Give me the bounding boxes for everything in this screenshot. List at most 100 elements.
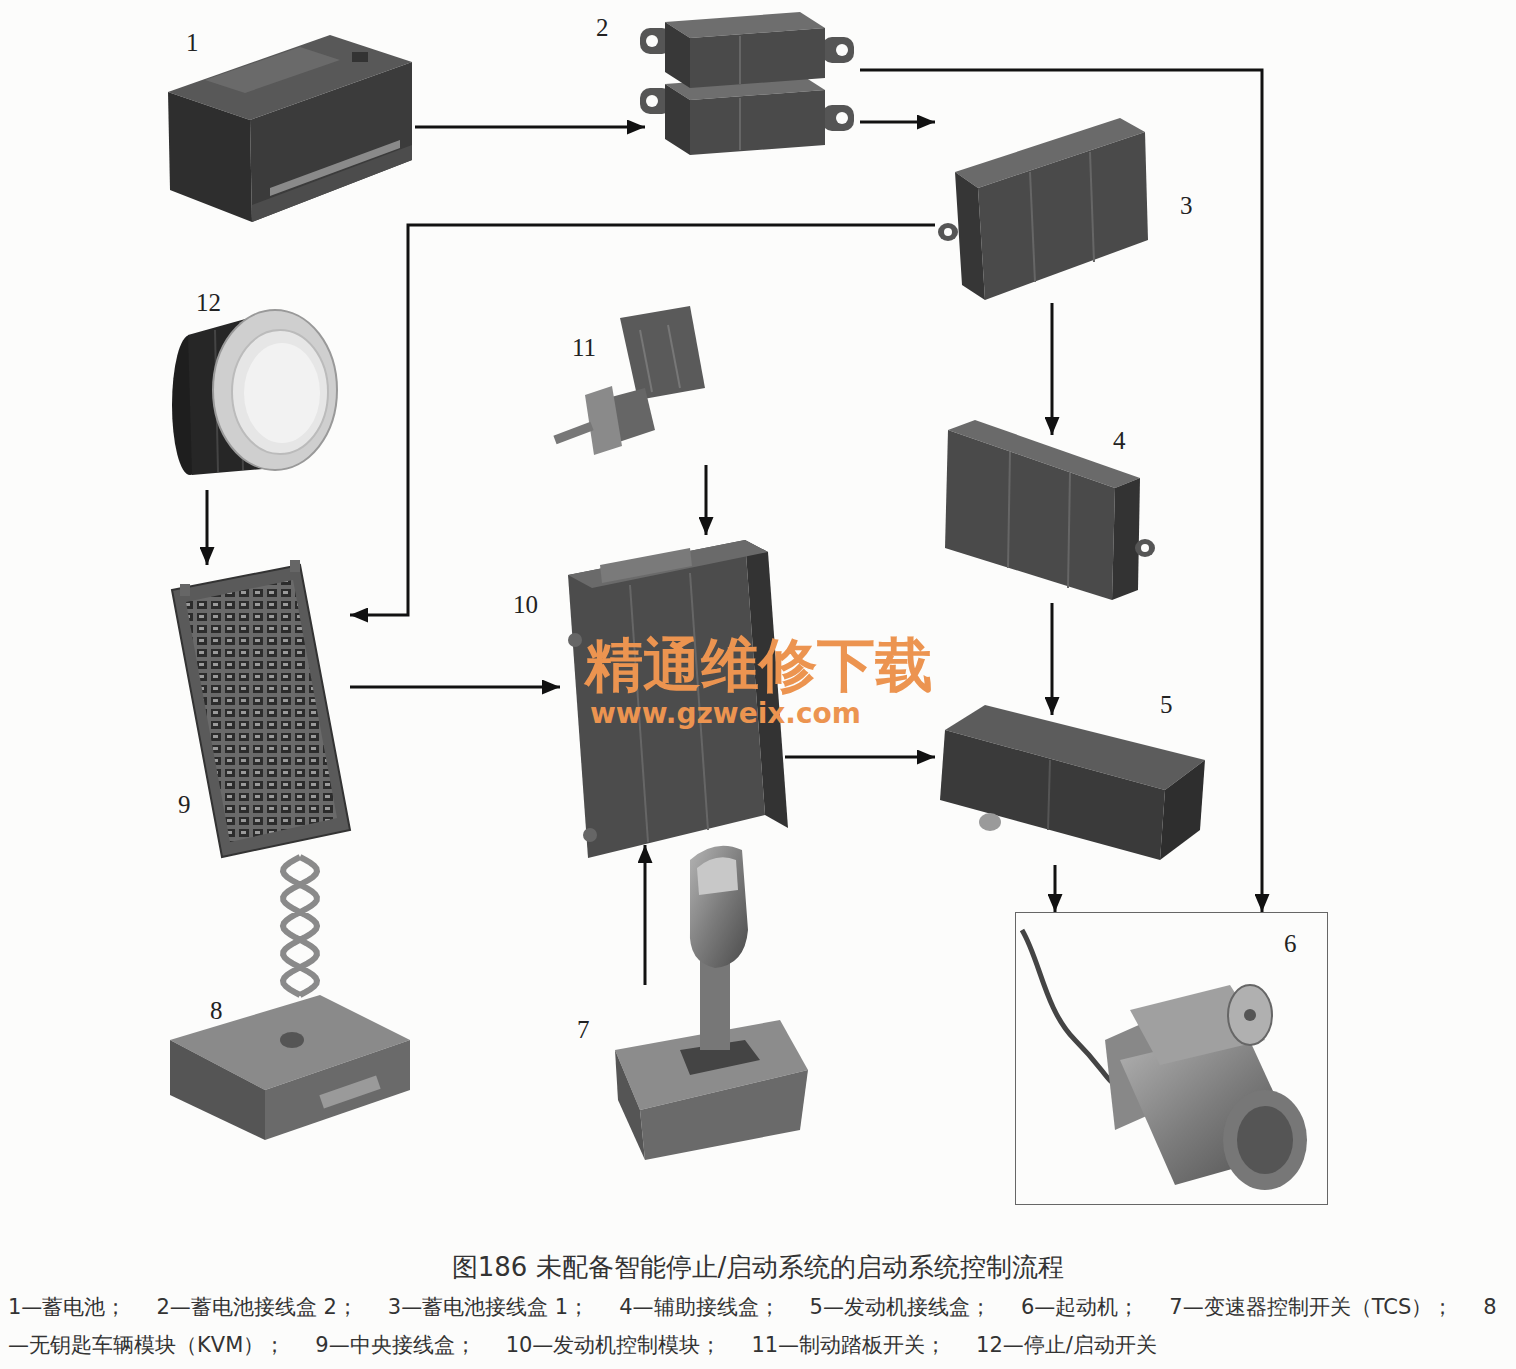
- switch-figure-part: [555, 426, 592, 440]
- starter-figure-part: [1223, 1090, 1307, 1190]
- button-figure-part: [244, 343, 320, 443]
- junction-box-figure-part: [1135, 539, 1155, 557]
- ecu-figure-part: [600, 548, 692, 583]
- junction-box-figure-part: [739, 98, 741, 150]
- junction-box-figure-part: [822, 37, 854, 63]
- module-figure-part: [170, 1040, 265, 1140]
- part-note: 7—变速器控制开关（TCS）；: [1169, 1295, 1453, 1319]
- gear-selector-figure-part: [640, 1070, 808, 1160]
- component-box: 7: [605, 985, 810, 1160]
- junction-box-figure-part: [938, 223, 958, 241]
- component-box: 9: [168, 565, 350, 857]
- junction-box-figure-part: [739, 36, 741, 84]
- component-box: 1: [165, 30, 415, 225]
- callout-number: 11: [572, 335, 596, 360]
- part-note: 4—辅助接线盒；: [619, 1295, 779, 1319]
- callout-number: 7: [577, 1017, 590, 1042]
- starter-figure-part: [1244, 1009, 1256, 1021]
- switch-figure-part: [585, 386, 622, 455]
- fuse-box-figure-part: [186, 580, 337, 842]
- component-box: 5: [935, 715, 1210, 865]
- junction-box-figure-part: [665, 22, 690, 88]
- junction-box-figure-part: [1008, 452, 1010, 568]
- battery-figure-part: [250, 62, 412, 222]
- part-note: 11—制动踏板开关；: [751, 1333, 946, 1357]
- junction-box-figure-part: [955, 172, 985, 300]
- callout-number: 9: [178, 792, 191, 817]
- junction-box-figure-part: [665, 84, 690, 155]
- junction-box-figure-part: [646, 95, 658, 107]
- junction-box-figure: [640, 12, 854, 155]
- junction-box-figure-part: [822, 105, 854, 131]
- callout-number: 3: [1180, 193, 1193, 218]
- battery-figure-part: [168, 92, 252, 222]
- ecu-figure-part: [568, 540, 765, 858]
- flow-arrow: [785, 756, 935, 759]
- component-box: 2: [645, 8, 860, 158]
- callout-number: 10: [513, 592, 538, 617]
- junction-box-figure: [938, 118, 1148, 300]
- callout-number: 8: [210, 998, 223, 1023]
- junction-box-figure-part: [1030, 172, 1035, 282]
- junction-box-figure-part: [690, 90, 825, 155]
- ecu-figure: [568, 540, 788, 858]
- watermark: www.gzweix.com: [590, 700, 861, 728]
- part-note: 5—发动机接线盒；: [810, 1295, 991, 1319]
- flow-arrow: [206, 490, 209, 565]
- gear-selector-figure-part: [615, 1050, 645, 1160]
- callout-number: 4: [1113, 428, 1126, 453]
- fuse-box-figure-part: [172, 565, 350, 857]
- junction-box-figure-part: [836, 112, 848, 124]
- junction-box-figure-part: [978, 132, 1148, 300]
- module-figure: [170, 995, 410, 1140]
- battery-figure-part: [270, 140, 400, 196]
- starter-figure-part: [1237, 1106, 1293, 1174]
- junction-box-figure: [940, 705, 1205, 860]
- fuse-box-figure-part: [180, 584, 190, 596]
- component-box: 11: [550, 305, 715, 465]
- ecu-figure-part: [568, 540, 768, 588]
- fuse-box-figure-part: [290, 560, 300, 572]
- flow-arrow: [705, 465, 708, 535]
- starter-figure-part: [1120, 1030, 1300, 1185]
- switch-figure: [555, 306, 705, 455]
- callout-number: 1: [186, 30, 199, 55]
- component-box: 4: [945, 435, 1157, 603]
- junction-box-figure-part: [1141, 544, 1149, 552]
- flow-arrow: [1051, 303, 1054, 435]
- junction-box-figure-part: [1112, 478, 1140, 600]
- junction-box-figure-part: [1068, 473, 1070, 588]
- gear-selector-figure-part: [700, 960, 730, 1050]
- module-figure-part: [280, 1032, 304, 1048]
- button-figure-part: [232, 330, 328, 454]
- button-figure: [172, 310, 337, 475]
- part-note: 12—停止/启动开关: [976, 1333, 1157, 1357]
- callout-number: 6: [1284, 931, 1297, 956]
- starter-figure-part: [1022, 930, 1120, 1088]
- component-box: 3: [935, 118, 1150, 303]
- starter-figure-part: [1228, 985, 1272, 1045]
- gear-selector-figure-part: [690, 846, 748, 968]
- figure-caption: 图186 未配备智能停止/启动系统的启动系统控制流程: [0, 1250, 1516, 1285]
- junction-box-figure: [945, 420, 1155, 600]
- junction-box-figure-part: [979, 813, 1001, 831]
- junction-box-figure-part: [1160, 760, 1205, 860]
- junction-box-figure-part: [836, 44, 848, 56]
- module-figure-part: [265, 1040, 410, 1140]
- module-figure-part: [319, 1076, 380, 1109]
- battery-figure-part: [352, 52, 368, 62]
- part-note: 1—蓄电池；: [8, 1295, 126, 1319]
- part-note: 10—发动机控制模块；: [506, 1333, 722, 1357]
- flow-arrow: [415, 126, 645, 129]
- flow-arrow: [350, 225, 935, 615]
- callout-number: 12: [196, 290, 221, 315]
- component-box: 12: [165, 290, 345, 490]
- part-note: 2—蓄电池接线盒 2；: [156, 1295, 357, 1319]
- flow-arrow: [644, 845, 647, 985]
- junction-box-figure-part: [646, 35, 658, 47]
- flow-arrow: [1054, 865, 1057, 912]
- component-frame: 6: [1015, 912, 1328, 1205]
- starter-figure: [1022, 930, 1307, 1190]
- switch-figure-part: [620, 306, 705, 400]
